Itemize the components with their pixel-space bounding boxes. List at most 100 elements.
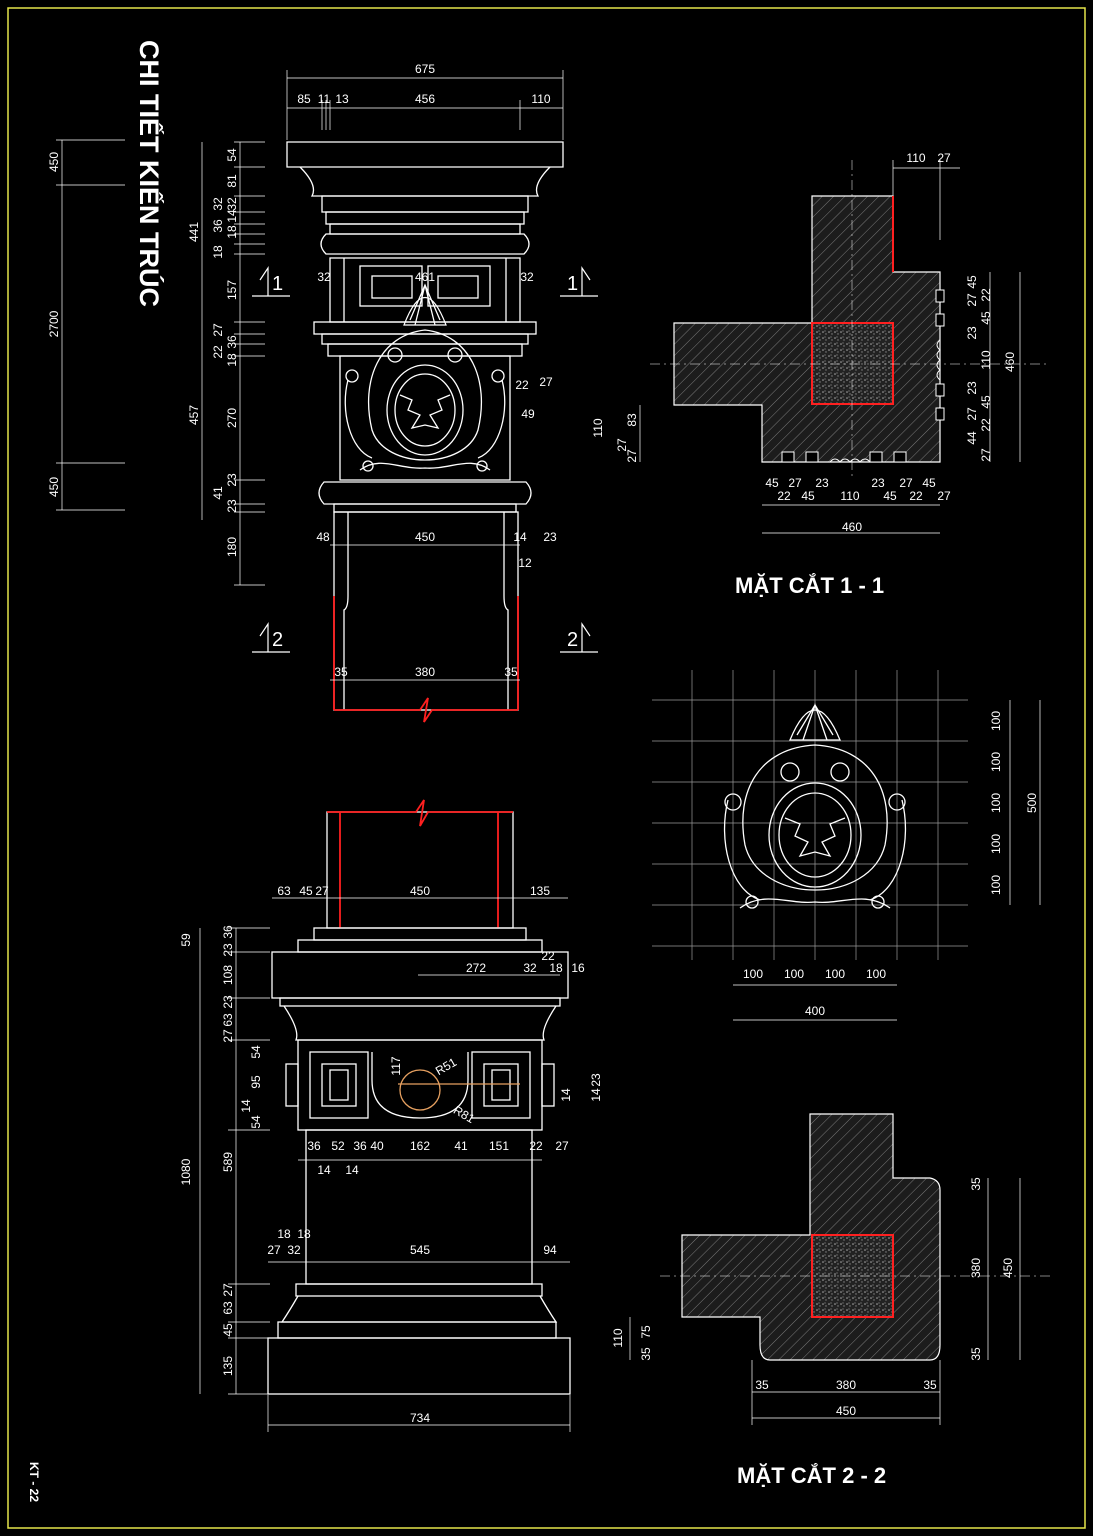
svg-text:23: 23 — [871, 476, 885, 490]
svg-text:100: 100 — [989, 711, 1003, 731]
svg-text:100: 100 — [989, 875, 1003, 895]
fillet-3 — [329, 223, 521, 235]
plan-1-1-dimension-lines — [639, 160, 1021, 534]
svg-text:13: 13 — [335, 92, 349, 106]
svg-text:27: 27 — [937, 489, 951, 503]
svg-text:22: 22 — [777, 489, 791, 503]
frieze-panel-left — [359, 265, 423, 307]
cartouche-ornament — [368, 329, 482, 461]
svg-text:460: 460 — [1003, 352, 1017, 372]
svg-text:27: 27 — [267, 1243, 281, 1257]
svg-text:18: 18 — [549, 961, 563, 975]
ornament-grid — [652, 670, 968, 960]
svg-text:32: 32 — [287, 1243, 301, 1257]
svg-text:45: 45 — [979, 395, 993, 409]
svg-text:14: 14 — [239, 1099, 253, 1113]
plan-1-1-core — [811, 322, 894, 405]
svg-text:36: 36 — [211, 219, 225, 233]
svg-text:32: 32 — [317, 270, 331, 284]
svg-text:500: 500 — [1025, 793, 1039, 813]
ornament-dimension-lines — [733, 700, 1041, 1021]
svg-text:14: 14 — [317, 1163, 331, 1177]
svg-text:35: 35 — [969, 1347, 983, 1361]
svg-text:22: 22 — [211, 345, 225, 359]
frieze-panel-right — [427, 265, 491, 307]
svg-text:380: 380 — [415, 665, 435, 679]
svg-text:41: 41 — [211, 486, 225, 500]
svg-text:27: 27 — [899, 476, 913, 490]
svg-text:18: 18 — [211, 245, 225, 259]
svg-text:23: 23 — [225, 473, 239, 487]
svg-text:400: 400 — [805, 1004, 825, 1018]
svg-text:22: 22 — [541, 949, 555, 963]
svg-text:734: 734 — [410, 1411, 430, 1425]
svg-text:23: 23 — [225, 499, 239, 513]
capital-dimension-lines — [56, 70, 564, 681]
section-marker-1-right: 1 — [567, 273, 578, 295]
section-markers-1 — [252, 266, 598, 653]
svg-text:100: 100 — [989, 752, 1003, 772]
svg-text:27: 27 — [979, 448, 993, 462]
svg-text:35: 35 — [969, 1177, 983, 1191]
svg-text:450: 450 — [410, 884, 430, 898]
svg-text:23: 23 — [589, 1073, 603, 1087]
svg-text:23: 23 — [543, 530, 557, 544]
svg-text:270: 270 — [225, 408, 239, 428]
svg-text:450: 450 — [836, 1404, 856, 1418]
architrave — [313, 321, 537, 335]
svg-text:45: 45 — [883, 489, 897, 503]
svg-text:75: 75 — [639, 1325, 653, 1339]
fillet-1 — [321, 195, 529, 213]
svg-text:83: 83 — [625, 413, 639, 427]
svg-text:16: 16 — [571, 961, 585, 975]
svg-text:23: 23 — [815, 476, 829, 490]
svg-text:151: 151 — [489, 1139, 509, 1153]
svg-text:100: 100 — [784, 967, 804, 981]
fillet-2 — [325, 211, 525, 225]
svg-text:36: 36 — [353, 1139, 367, 1153]
svg-text:100: 100 — [825, 967, 845, 981]
svg-text:27: 27 — [937, 151, 951, 165]
svg-text:36: 36 — [221, 925, 235, 939]
svg-text:100: 100 — [743, 967, 763, 981]
plan-2-2-dimension-text: 35 380 35 450 110 35 75 35 380 35 450 — [611, 1177, 1015, 1418]
svg-text:48: 48 — [316, 530, 330, 544]
svg-text:95: 95 — [249, 1075, 263, 1089]
section-marker-2-left: 2 — [272, 629, 283, 651]
svg-text:27: 27 — [539, 375, 553, 389]
svg-text:27: 27 — [221, 1029, 235, 1043]
svg-text:63: 63 — [221, 1013, 235, 1027]
svg-text:63: 63 — [277, 884, 291, 898]
svg-text:460: 460 — [842, 520, 862, 534]
svg-text:461: 461 — [415, 270, 435, 284]
svg-text:45: 45 — [221, 1323, 235, 1337]
svg-text:32: 32 — [225, 197, 239, 211]
bell — [339, 355, 511, 481]
svg-text:27: 27 — [625, 449, 639, 463]
svg-text:14: 14 — [513, 530, 527, 544]
torus-top — [320, 233, 530, 255]
svg-text:45: 45 — [979, 311, 993, 325]
svg-text:12: 12 — [518, 556, 532, 570]
svg-text:22: 22 — [979, 288, 993, 302]
plan-1-1 — [650, 160, 1050, 480]
svg-text:456: 456 — [415, 92, 435, 106]
svg-text:135: 135 — [530, 884, 550, 898]
svg-text:11: 11 — [318, 92, 331, 106]
svg-text:18: 18 — [277, 1227, 291, 1241]
svg-text:45: 45 — [922, 476, 936, 490]
svg-text:63: 63 — [221, 1301, 235, 1315]
base-elevation — [267, 799, 571, 1395]
svg-text:35: 35 — [923, 1378, 937, 1392]
svg-text:380: 380 — [836, 1378, 856, 1392]
svg-text:R81: R81 — [451, 1103, 477, 1126]
svg-text:14: 14 — [589, 1088, 603, 1102]
svg-text:27: 27 — [965, 407, 979, 421]
svg-text:180: 180 — [225, 537, 239, 557]
svg-text:14: 14 — [559, 1088, 573, 1102]
sheet-frame — [7, 7, 1086, 1529]
svg-text:44: 44 — [965, 431, 979, 445]
svg-text:100: 100 — [989, 834, 1003, 854]
plan-2-2 — [660, 1113, 1050, 1361]
svg-text:45: 45 — [765, 476, 779, 490]
